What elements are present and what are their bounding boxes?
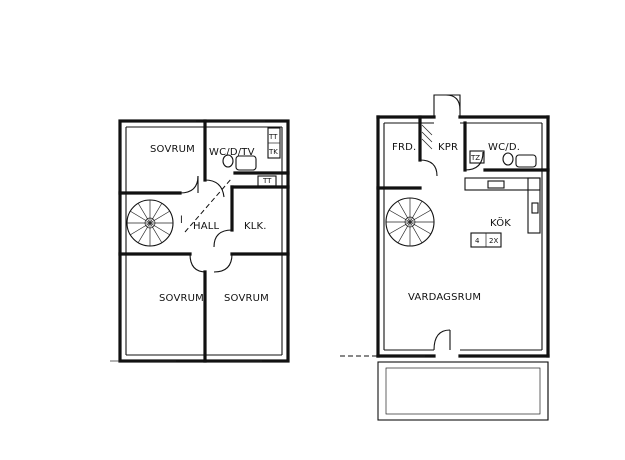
door-wc	[204, 179, 225, 198]
entrance-door-arc	[445, 94, 461, 111]
stair-mark: l	[180, 215, 183, 226]
tt-box	[257, 175, 277, 187]
kpr-shelf-1	[421, 124, 433, 136]
kpr-shelf-2	[421, 131, 433, 143]
door-sovrum-top	[179, 175, 199, 194]
room-label-wc-right: WC/D.	[488, 142, 520, 153]
fixture-label-stove: 4	[475, 237, 480, 245]
kitchen-counter-side	[527, 177, 541, 234]
door-frd	[419, 159, 438, 177]
room-label-sovrum-bottom-right: SOVRUM	[224, 293, 269, 304]
spiral-stair-left	[126, 199, 174, 247]
tz-box	[469, 150, 485, 164]
wc-toilet-r	[502, 152, 514, 166]
kitchen-fridge	[531, 202, 539, 214]
fixture-label-sink: 2X	[489, 237, 498, 245]
room-label-sovrum-top: SOVRUM	[150, 144, 195, 155]
wc-toilet	[222, 154, 234, 168]
fixture-label-tz: TZ	[470, 154, 480, 162]
door-sovrum-left	[189, 253, 207, 273]
fixture-label-tk: TK	[268, 148, 278, 156]
room-label-sovrum-bottom-left: SOVRUM	[159, 293, 204, 304]
balcony-outer	[377, 361, 549, 421]
room-label-wc: WC/D/TV	[209, 147, 255, 158]
spiral-stair-right	[385, 197, 435, 247]
left-floor-plan: SOVRUM WC/D/TV HALL KLK. SOVRUM SOVRUM T…	[110, 119, 290, 363]
kitchen-sink-top	[487, 180, 505, 189]
fixture-label-tt: TT	[268, 133, 278, 141]
fixture-label-tt2: TT	[262, 177, 272, 185]
room-label-frd: FRD.	[392, 142, 416, 153]
room-label-kpr: KPR	[438, 142, 458, 153]
right-floor-plan: FRD. KPR WC/D. KÖK VARDAGSRUM TZ 4 2X	[340, 94, 550, 421]
door-balcony	[433, 329, 451, 351]
door-wc-r	[464, 151, 484, 171]
door-sovrum-right	[213, 253, 233, 273]
wc-sink	[235, 155, 257, 171]
door-klk	[213, 229, 233, 248]
room-label-klk: KLK.	[244, 221, 267, 232]
room-label-vardagsrum: VARDAGSRUM	[408, 292, 481, 303]
room-label-hall: HALL	[193, 221, 220, 232]
wc-sink-r	[515, 154, 537, 168]
stair-dash-line	[184, 177, 233, 233]
room-label-kok: KÖK	[490, 216, 511, 229]
balcony-inner	[385, 367, 541, 415]
kpr-shelf-3	[421, 138, 433, 150]
